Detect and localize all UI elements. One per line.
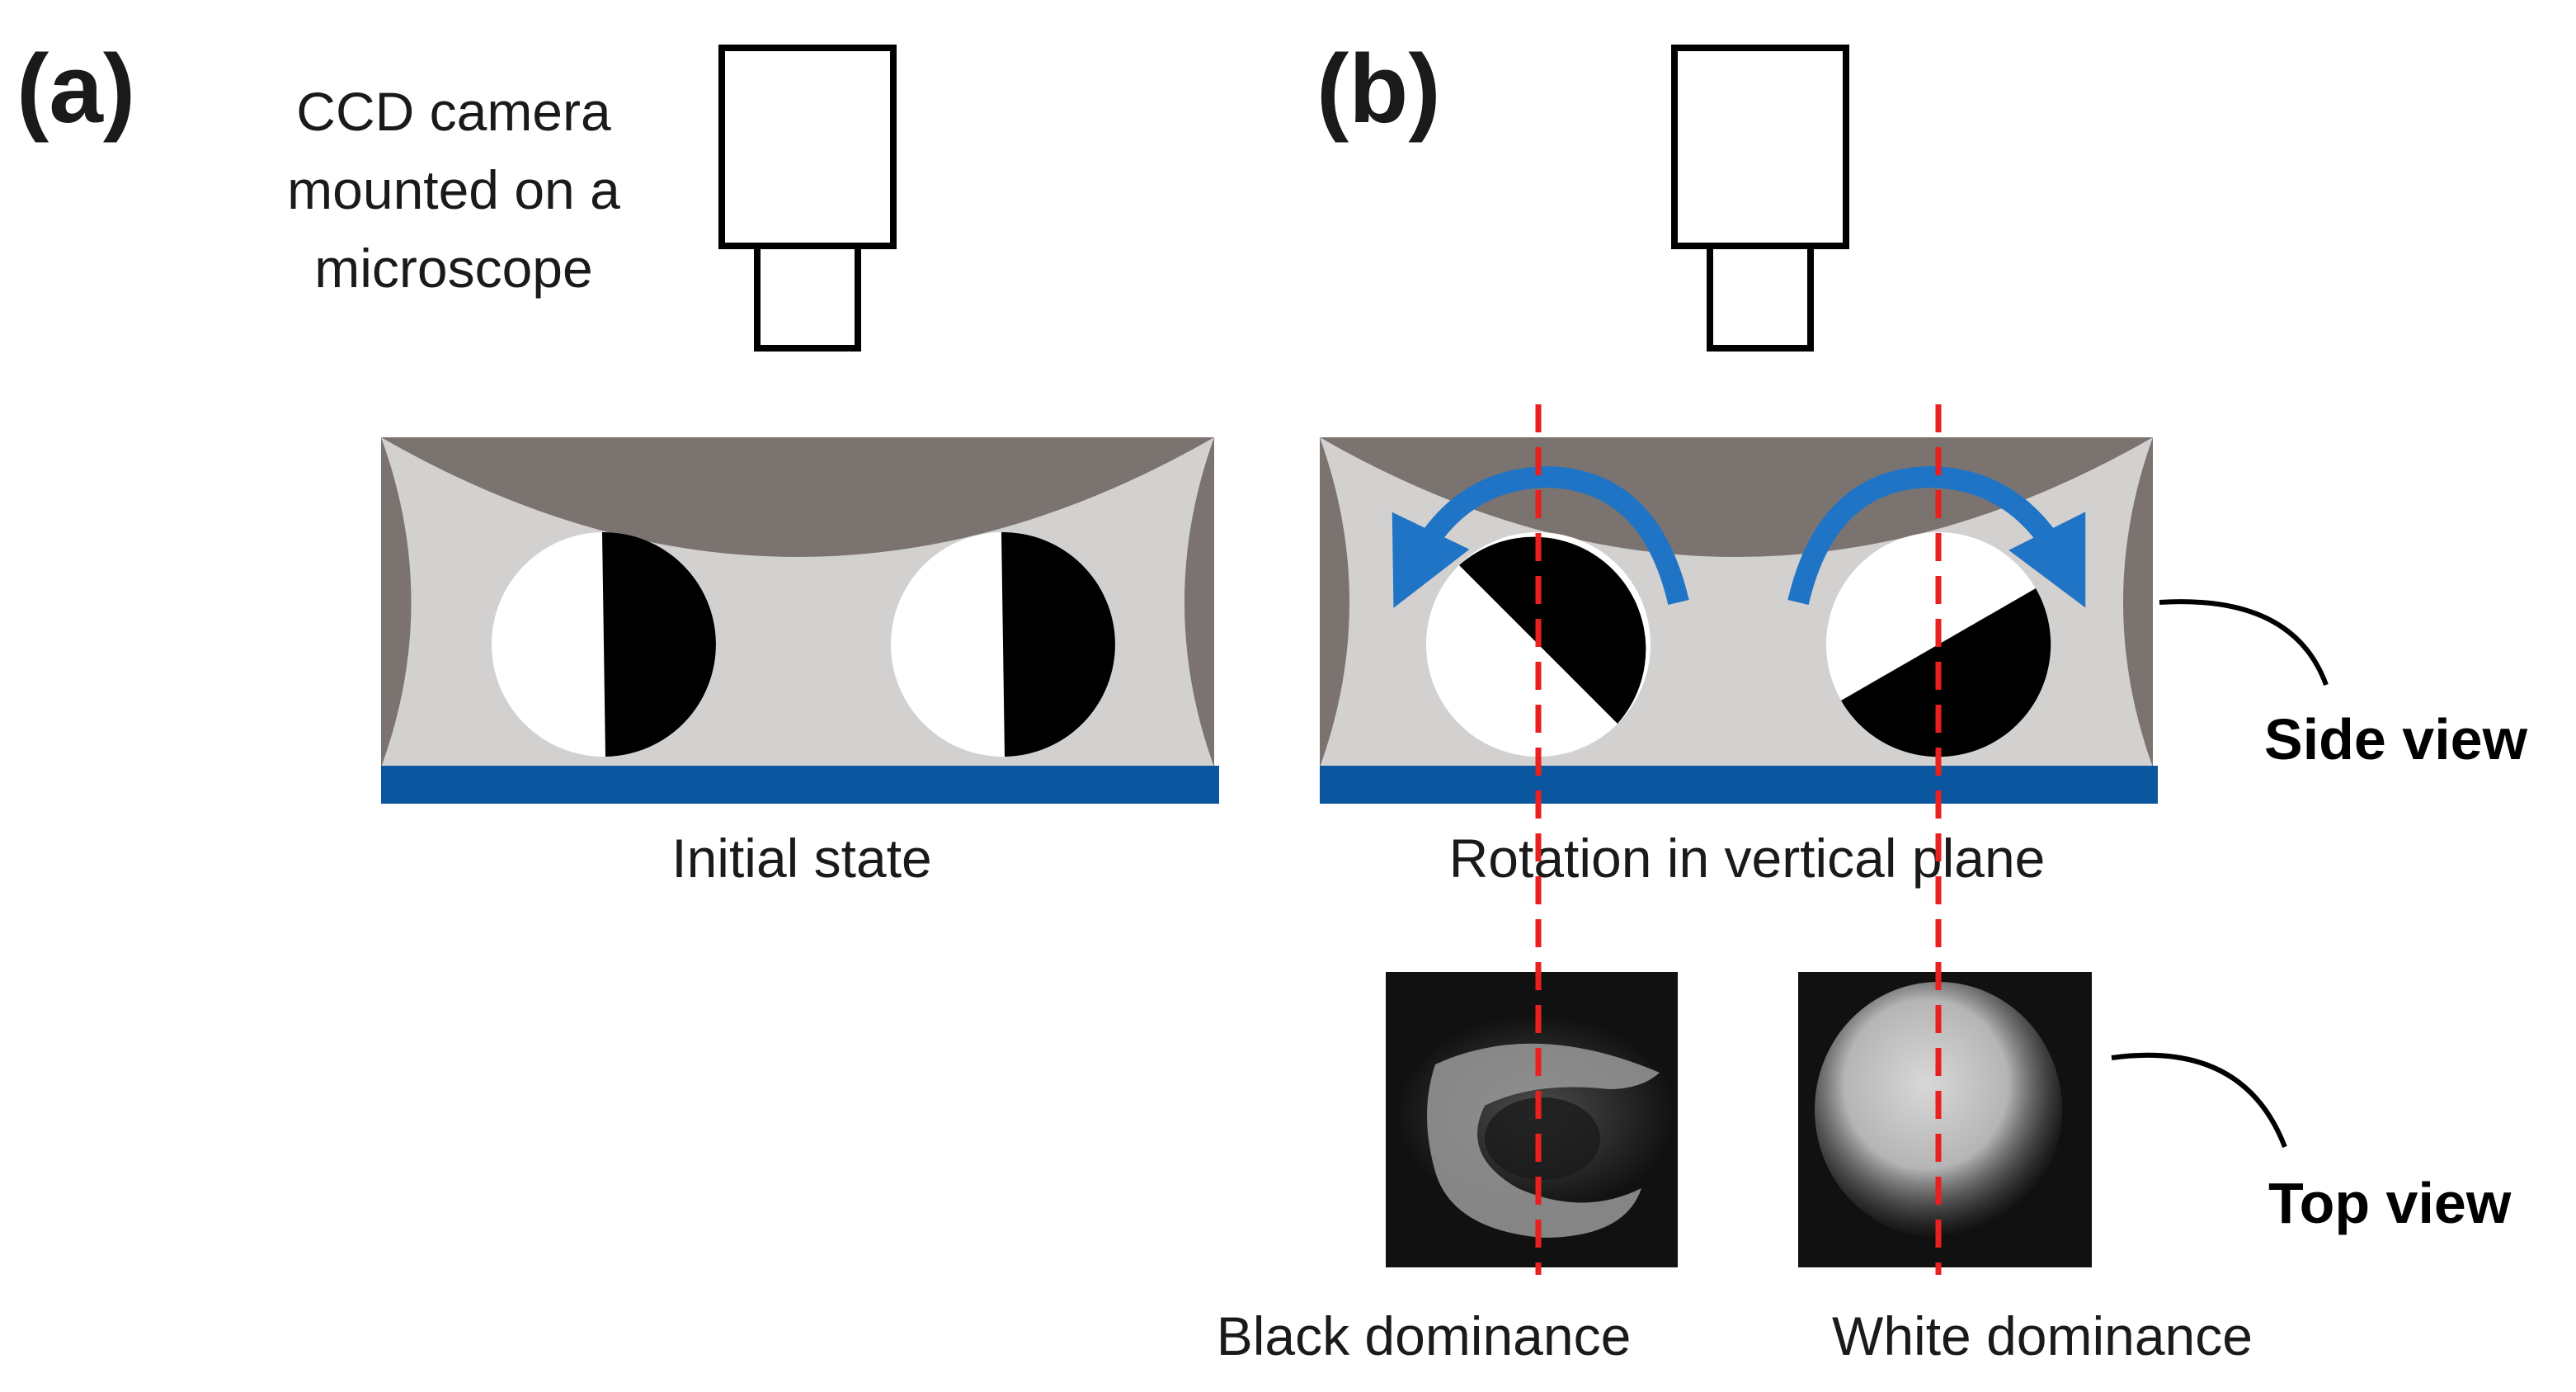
- substrate-b: [1320, 766, 2158, 804]
- caption-rotation: Rotation in vertical plane: [1449, 828, 2046, 889]
- camera-label-line-1: CCD camera: [296, 81, 611, 142]
- top-view-label: Top view: [2268, 1171, 2512, 1235]
- top-view-image-black-dominance: [1386, 972, 1678, 1267]
- camera-label-line-2: mounted on a: [287, 159, 620, 220]
- caption-initial-state: Initial state: [671, 828, 932, 889]
- panel-b-label: (b): [1316, 35, 1441, 144]
- top-view-leader: [2111, 1052, 2287, 1149]
- rotation-arrow-right-icon: [1787, 465, 2086, 608]
- caption-black-dominance: Black dominance: [1217, 1305, 1632, 1366]
- side-view-leader: [2159, 599, 2329, 687]
- panel-a-label: (a): [16, 35, 135, 144]
- janus-particle-a2: [891, 531, 1115, 757]
- ccd-camera-a: [718, 45, 897, 352]
- top-view-image-white-dominance: [1798, 972, 2092, 1267]
- rotation-arrow-left-icon: [1392, 465, 1689, 608]
- substrate-a: [381, 766, 1219, 804]
- ccd-camera-b: [1671, 45, 1849, 352]
- caption-white-dominance: White dominance: [1832, 1305, 2253, 1366]
- side-view-label: Side view: [2264, 707, 2528, 771]
- janus-particle-a1: [492, 531, 716, 757]
- camera-label-line-3: microscope: [314, 238, 592, 299]
